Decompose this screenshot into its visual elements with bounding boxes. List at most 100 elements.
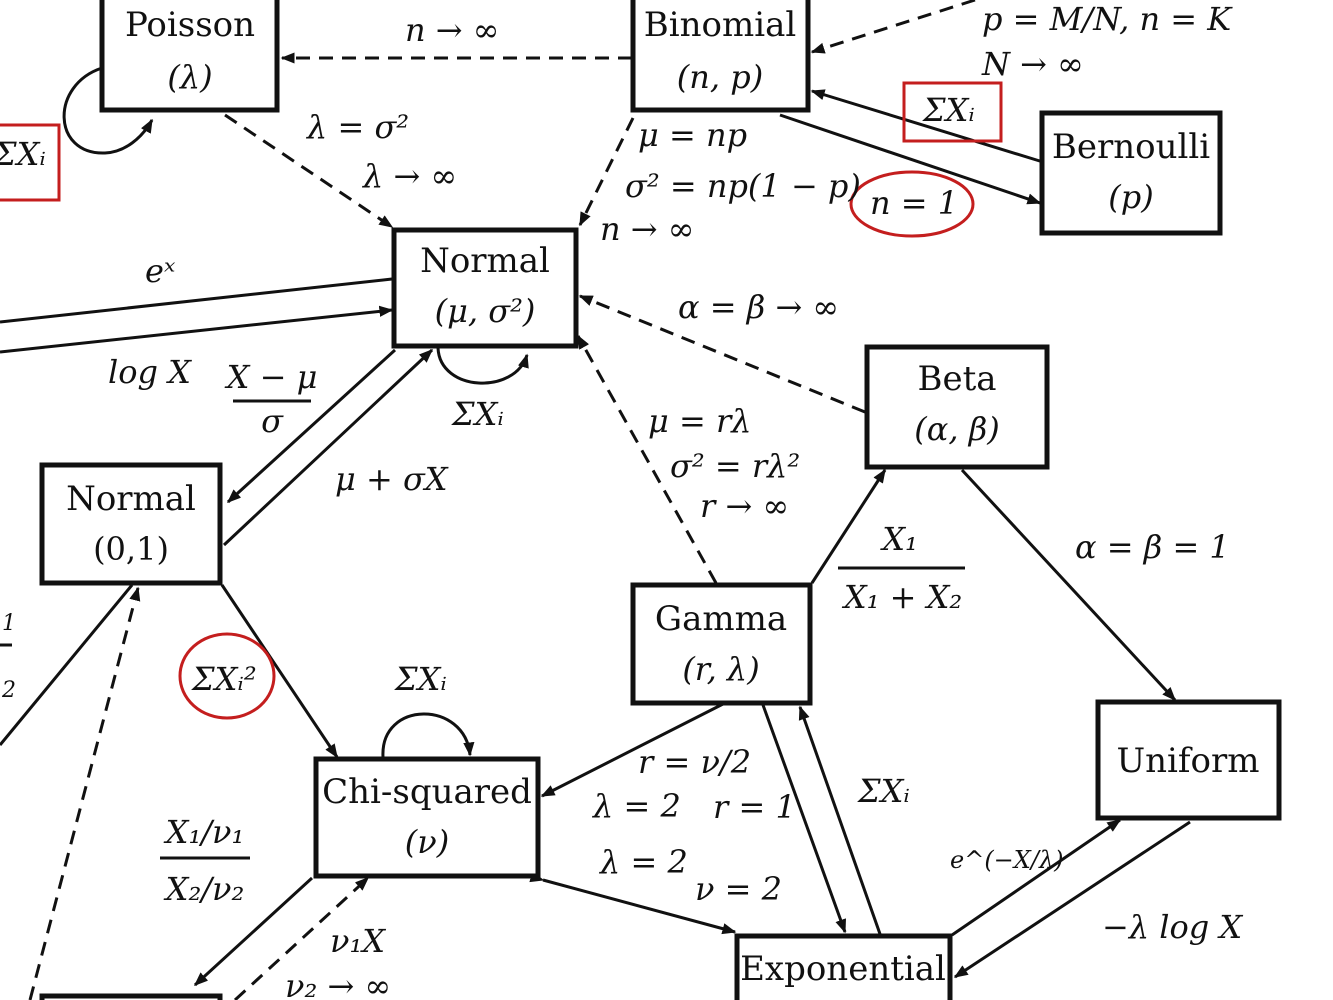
edge-offimage-std-normal [28,586,141,1000]
std-normal-name: Normal [66,479,196,519]
label-nu1-x: ν₁X [330,922,386,960]
label-sum-poisson: ΣXᵢ [0,135,46,173]
node-normal: Normal (μ, σ²) [391,227,579,349]
gamma-param: (r, λ) [682,650,759,688]
label-f-ratio-num: X₁/ν₁ [163,813,245,851]
chi-squared-param: (ν) [405,823,449,861]
highlight-sum-poisson [0,123,61,202]
normal-param: (μ, σ²) [435,292,536,330]
label-sum-bernoulli: ΣXᵢ [922,91,975,129]
edge-uniform-exponential [953,820,1191,979]
label-lambda-inf: λ → ∞ [361,157,457,195]
edge-lognormal-normal [0,305,394,354]
label-x2-fragment: 2 [1,678,16,703]
bernoulli-name: Bernoulli [1052,127,1210,167]
edges [0,0,1191,1000]
label-mu-r-lambda: μ = rλ [648,402,752,440]
label-beta-ratio-num: X₁ [879,520,918,558]
chi-squared-name: Chi-squared [322,772,532,812]
label-sum-xi-sq: ΣXᵢ² [191,660,257,698]
label-log-x: log X [108,353,192,391]
std-normal-box [39,462,223,586]
edge-std-normal-chi-squared [220,584,339,759]
edge-normal-self-loop [436,347,529,385]
binomial-box [630,0,811,113]
edge-poisson-normal [224,113,394,229]
gamma-box [630,582,813,706]
node-beta: Beta (α, β) [864,344,1050,470]
edge-bernoulli-binomial [810,89,1044,164]
beta-param: (α, β) [914,410,999,448]
edge-binomial-normal [578,117,635,227]
label-alpha-beta-1: α = β = 1 [1075,528,1230,566]
edge-std-normal-offimage [0,584,134,746]
edge-normal-lognormal [0,277,393,324]
uniform-name: Uniform [1117,741,1260,781]
label-binom-pois-n: n → ∞ [405,11,499,49]
label-lambda-sigma: λ = σ² [305,108,409,146]
label-binom-n-inf: n → ∞ [600,210,694,248]
label-e-neg-x-lambda: e^(−X/λ) [950,846,1064,874]
label-sum-exponential: ΣXᵢ [857,772,910,810]
node-poisson: Poisson (λ) [99,0,280,113]
exponential-box [734,933,953,1000]
node-uniform: Uniform [1095,699,1282,821]
label-x1-fragment: 1 [2,611,16,636]
bernoulli-box [1039,110,1223,236]
edge-exponential-gamma [798,705,882,935]
label-n-eq-1: n = 1 [870,184,958,222]
offimage-box-bottom-left [39,993,223,1000]
poisson-box [99,0,280,113]
beta-box [864,344,1050,470]
edge-gamma-chi-squared [540,701,726,798]
edge-normal-std-normal [226,348,397,504]
edge-chi-squared-self-loop [381,712,475,758]
gamma-name: Gamma [655,599,787,639]
edge-beta-normal [578,294,866,414]
label-nu2-inf: ν₂ → ∞ [285,967,391,1000]
highlight-n-eq-1 [849,170,975,238]
node-bernoulli: Bernoulli (p) [1039,110,1223,236]
label-mu-np: μ = np [638,116,747,154]
normal-box [391,227,579,349]
edge-gamma-beta [810,468,887,584]
highlight-sum-bernoulli [902,81,1003,143]
edge-chi-squared-exponential [529,871,737,935]
label-sigma-r-lambda: σ² = rλ² [670,447,800,485]
node-exponential: Exponential [734,933,953,1000]
node-gamma: Gamma (r, λ) [630,582,813,706]
label-sum-normal: ΣXᵢ [451,395,504,433]
edge-exponential-uniform [951,818,1122,937]
label-beta-ratio-den: X₁ + X₂ [841,578,962,616]
label-f-ratio-den: X₂/ν₂ [163,870,245,908]
exponential-name: Exponential [740,949,946,989]
edge-binomial-bernoulli [779,113,1042,205]
label-r-inf: r → ∞ [700,487,789,525]
bernoulli-param: (p) [1108,178,1153,216]
label-hyper-n: N → ∞ [981,45,1084,83]
label-hyper-p: p = M/N, n = K [982,0,1233,38]
node-chi-squared: Chi-squared (ν) [313,756,541,879]
edge-gamma-exponential [761,704,847,934]
node-binomial: Binomial (n, p) [630,0,811,113]
label-nu-2: ν = 2 [695,870,782,908]
label-e-x: eˣ [145,252,176,290]
label-sum-chi-squared: ΣXᵢ [394,660,447,698]
label-sigma-np: σ² = np(1 − p) [625,167,861,205]
node-std-normal: Normal (0,1) [39,462,223,586]
edge-hypergeometric-binomial [810,0,976,54]
edge-f-chi-squared [233,876,370,1000]
beta-name: Beta [917,359,996,399]
edge-poisson-self-loop [62,66,154,155]
edge-gamma-normal [576,334,718,584]
edge-std-normal-normal [222,348,434,547]
label-r-nu-half: r = ν/2 [638,743,751,781]
normal-name: Normal [420,241,550,281]
poisson-param: (λ) [167,58,212,96]
std-normal-param: (0,1) [93,530,169,568]
uniform-box [1095,699,1282,821]
label-r-1: r = 1 [713,788,796,826]
label-standardize-den: σ [261,402,284,440]
label-lambda-2a: λ = 2 [591,787,681,825]
